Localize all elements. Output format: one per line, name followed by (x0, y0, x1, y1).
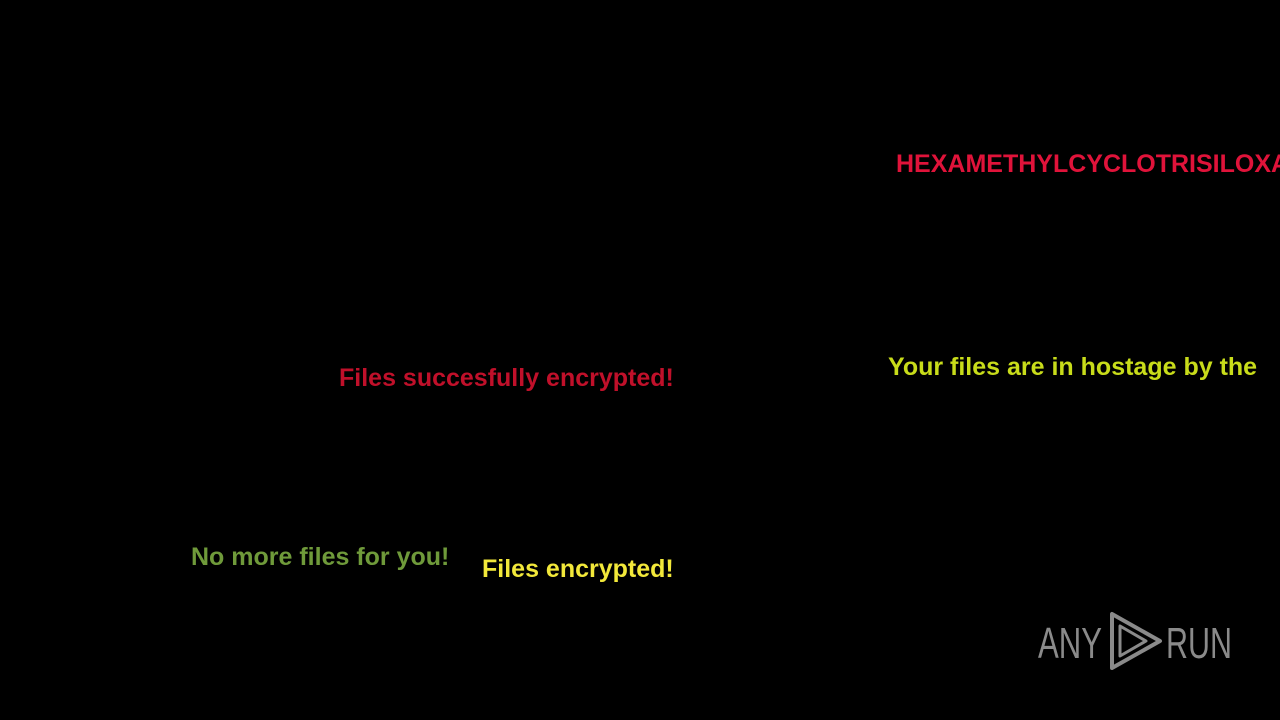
watermark-text-any: ANY (1038, 619, 1102, 668)
ransom-message-no-more-files: No more files for you! (191, 543, 450, 571)
play-triangle-icon (1110, 612, 1162, 670)
ransom-message-successfully-encrypted: Files succesfully encrypted! (339, 364, 674, 392)
ransom-message-hostage: Your files are in hostage by the (888, 353, 1258, 381)
ransom-message-files-encrypted: Files encrypted! (482, 555, 674, 583)
anyrun-watermark: ANY RUN (1038, 608, 1234, 674)
watermark-text-run: RUN (1166, 619, 1232, 668)
ransom-message-hexamethyl: HEXAMETHYLCYCLOTRISILOXANE (896, 150, 1280, 178)
